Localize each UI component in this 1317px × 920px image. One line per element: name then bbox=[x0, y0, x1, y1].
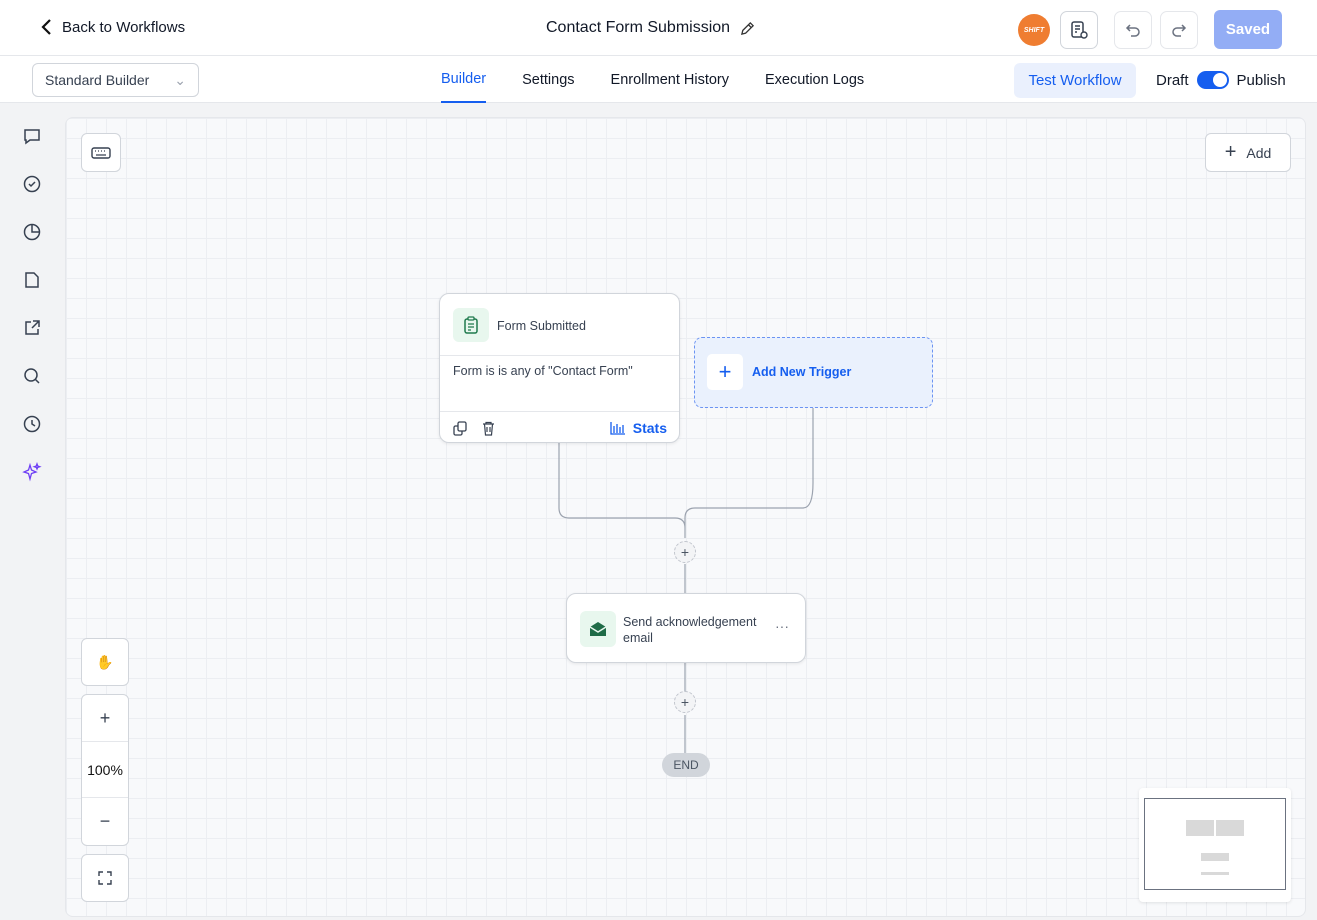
add-new-trigger-button[interactable]: + Add New Trigger bbox=[694, 337, 933, 408]
trigger-card-form-submitted[interactable]: Form Submitted Form is is any of "Contac… bbox=[439, 293, 680, 443]
add-button[interactable]: + Add bbox=[1205, 133, 1291, 172]
check-circle-icon[interactable] bbox=[22, 174, 42, 194]
zoom-in-button[interactable]: + bbox=[82, 695, 128, 742]
search-icon[interactable] bbox=[22, 366, 42, 386]
plus-icon: + bbox=[707, 354, 743, 390]
add-step-button[interactable]: + bbox=[674, 541, 696, 563]
saved-button[interactable]: Saved bbox=[1214, 10, 1282, 49]
connectors bbox=[558, 408, 814, 755]
stats-button[interactable]: Stats bbox=[610, 420, 667, 436]
trigger-condition: Form is is any of "Contact Form" bbox=[453, 364, 633, 378]
publish-toggle[interactable] bbox=[1196, 71, 1229, 89]
title-text: Contact Form Submission bbox=[546, 19, 731, 36]
builder-select-value: Standard Builder bbox=[45, 72, 150, 88]
test-workflow-button[interactable]: Test Workflow bbox=[1014, 63, 1136, 98]
workflow-canvas[interactable]: + Add Form Submitted Form is is any of "C… bbox=[65, 117, 1306, 917]
undo-icon bbox=[1125, 24, 1140, 37]
email-open-icon bbox=[580, 611, 616, 647]
draft-label: Draft bbox=[1156, 71, 1189, 89]
action-card-send-email[interactable]: Send acknowledgement email ··· bbox=[566, 593, 806, 663]
zoom-controls: + 100% − bbox=[81, 694, 129, 846]
builder-select[interactable]: Standard Builder ⌄ bbox=[32, 63, 199, 97]
action-title: Send acknowledgement email bbox=[623, 615, 757, 645]
pencil-icon[interactable] bbox=[740, 21, 755, 36]
tab-settings[interactable]: Settings bbox=[522, 71, 575, 88]
tab-builder[interactable]: Builder bbox=[441, 56, 487, 103]
left-sidebar bbox=[0, 104, 64, 920]
add-step-button[interactable]: + bbox=[674, 691, 696, 713]
bar-chart-icon bbox=[610, 421, 625, 435]
back-label: Back to Workflows bbox=[62, 18, 186, 36]
clipboard-icon bbox=[453, 308, 489, 342]
pan-tool-button[interactable]: ✋ bbox=[81, 638, 129, 686]
document-refresh-icon bbox=[1071, 21, 1088, 39]
chevron-down-icon: ⌄ bbox=[174, 72, 186, 88]
add-trigger-label: Add New Trigger bbox=[752, 365, 852, 379]
sparkles-icon[interactable] bbox=[22, 462, 42, 482]
trash-icon[interactable] bbox=[482, 421, 495, 441]
zoom-out-button[interactable]: − bbox=[99, 811, 111, 831]
keyboard-icon bbox=[91, 146, 111, 159]
stats-label: Stats bbox=[632, 420, 667, 436]
top-bar: Back to Workflows Contact Form Submissio… bbox=[0, 0, 1317, 56]
plus-icon: + bbox=[1224, 141, 1237, 163]
minimap[interactable] bbox=[1139, 788, 1291, 902]
redo-button[interactable] bbox=[1160, 11, 1198, 49]
more-options-icon[interactable]: ··· bbox=[775, 618, 789, 634]
avatar[interactable]: SHIFT bbox=[1018, 14, 1050, 46]
publish-toggle-group: Draft Publish bbox=[1156, 71, 1286, 89]
undo-button[interactable] bbox=[1114, 11, 1152, 49]
pie-chart-icon[interactable] bbox=[22, 222, 42, 242]
hand-icon: ✋ bbox=[96, 653, 114, 670]
chat-icon[interactable] bbox=[22, 126, 42, 146]
redo-icon bbox=[1172, 24, 1187, 37]
zoom-level: 100% bbox=[82, 742, 128, 798]
duplicate-icon[interactable] bbox=[453, 421, 468, 441]
tab-bar: Builder Settings Enrollment History Exec… bbox=[441, 56, 864, 103]
back-link[interactable]: Back to Workflows bbox=[40, 18, 185, 36]
file-icon[interactable] bbox=[22, 270, 42, 290]
history-icon[interactable] bbox=[22, 414, 42, 434]
keyboard-shortcuts-button[interactable] bbox=[81, 133, 121, 172]
sub-bar: Standard Builder ⌄ Builder Settings Enrol… bbox=[0, 56, 1317, 103]
end-node: END bbox=[662, 753, 710, 777]
expand-icon bbox=[98, 871, 112, 885]
tab-execution-logs[interactable]: Execution Logs bbox=[765, 71, 865, 88]
trigger-title: Form Submitted bbox=[497, 319, 586, 333]
notes-button[interactable] bbox=[1060, 11, 1098, 49]
publish-label: Publish bbox=[1236, 71, 1286, 89]
fit-view-button[interactable] bbox=[81, 854, 129, 902]
tab-enrollment-history[interactable]: Enrollment History bbox=[610, 71, 729, 88]
add-label: Add bbox=[1246, 144, 1272, 161]
chevron-left-icon bbox=[41, 19, 51, 35]
external-link-icon[interactable] bbox=[22, 318, 42, 338]
workflow-title: Contact Form Submission bbox=[546, 19, 755, 37]
